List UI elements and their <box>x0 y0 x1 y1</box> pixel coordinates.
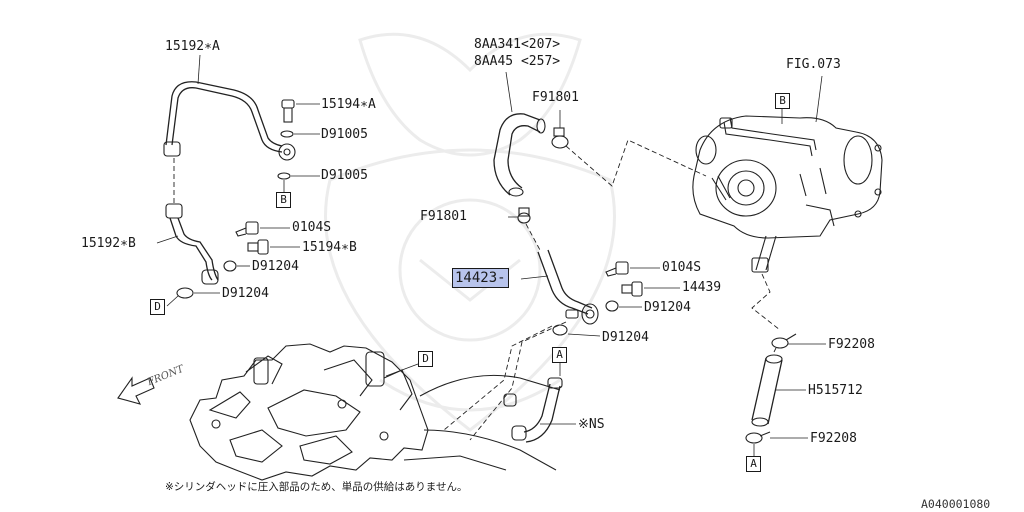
turbocharger <box>692 115 883 273</box>
label-fig073: FIG.073 <box>786 57 841 72</box>
washer-d91204-4 <box>552 324 568 336</box>
oil-pipe-15192a <box>163 81 296 161</box>
leader-fig073 <box>815 75 823 123</box>
leader-d91204-4 <box>567 333 601 337</box>
oil-pipe-15192b <box>165 203 219 285</box>
clip-f92208-upper <box>771 333 797 349</box>
ref-box-d-left: D <box>150 299 165 315</box>
washer-d91204-2 <box>176 287 194 299</box>
clip-f91801-top <box>551 127 569 149</box>
label-8aa45: 8AA45 <257> <box>474 54 561 69</box>
label-14423-highlighted[interactable]: 14423- <box>452 268 509 288</box>
label-0104s-1: 0104S <box>292 220 332 235</box>
clip-f92208-lower <box>745 431 771 444</box>
label-8aa341: 8AA341<207> <box>474 37 561 52</box>
dashed-link-block-1 <box>469 321 567 441</box>
leader-8aa <box>505 71 513 113</box>
label-ns: ※NS <box>578 417 605 432</box>
dashed-link-hose <box>773 347 777 353</box>
washer-d91005-top <box>280 130 294 138</box>
dashed-link-block-2 <box>443 325 553 431</box>
engine-block <box>189 343 561 481</box>
bolt-0104s-mid <box>605 261 629 277</box>
union-bolt-15194b <box>247 239 269 255</box>
label-d91005-2: D91005 <box>321 168 368 183</box>
leader-d-engine <box>385 363 419 377</box>
leader-d-left <box>166 295 179 307</box>
leader-15192b <box>156 235 179 244</box>
label-d91204-4: D91204 <box>602 330 649 345</box>
dashed-link-turbo <box>565 139 707 187</box>
label-f92208-2: F92208 <box>810 431 857 446</box>
label-f92208-1: F92208 <box>828 337 875 352</box>
bolt-14439 <box>621 281 643 297</box>
front-arrow <box>117 376 155 405</box>
union-bolt-15194a <box>281 99 295 123</box>
label-0104s-2: 0104S <box>662 260 702 275</box>
leader-15192a <box>197 54 201 85</box>
ref-box-d-engine: D <box>418 351 433 367</box>
label-15194a: 15194∗A <box>321 97 376 112</box>
footnote: ※シリンダヘッドに圧入部品のため、単品の供給はありません。 <box>165 481 468 493</box>
leader-14423 <box>520 275 549 280</box>
label-d91204-1: D91204 <box>252 259 299 274</box>
ref-box-b-left: B <box>276 192 291 208</box>
dashed-link-drain <box>751 273 781 331</box>
ref-box-a-mid: A <box>552 347 567 363</box>
label-d91204-2: D91204 <box>222 286 269 301</box>
clip-f91801-mid <box>517 207 531 224</box>
washer-d91204-3 <box>605 300 619 312</box>
label-15192b: 15192∗B <box>81 236 136 251</box>
ref-box-b-top: B <box>775 93 790 109</box>
hose-h515712 <box>751 354 783 427</box>
dashed-link-mid <box>525 223 541 251</box>
label-f91801-mid: F91801 <box>420 209 467 224</box>
ref-box-a-bottom: A <box>746 456 761 472</box>
bolt-0104s-left <box>235 221 259 237</box>
label-15192a: 15192∗A <box>165 39 220 54</box>
label-h515712: H515712 <box>808 383 863 398</box>
label-15194b: 15194∗B <box>302 240 357 255</box>
washer-d91005-bottom <box>277 172 291 180</box>
watermark-emblem <box>324 32 616 432</box>
washer-d91204-1 <box>223 260 237 272</box>
oil-return-pipe-14423 <box>537 249 599 325</box>
pipe-ns <box>503 377 563 443</box>
label-d91005-1: D91005 <box>321 127 368 142</box>
label-f91801-top: F91801 <box>532 90 579 105</box>
label-d91204-3: D91204 <box>644 300 691 315</box>
label-14439: 14439 <box>682 280 722 295</box>
diagram-code: A040001080 <box>921 497 991 511</box>
hose-8aa341 <box>493 113 546 197</box>
